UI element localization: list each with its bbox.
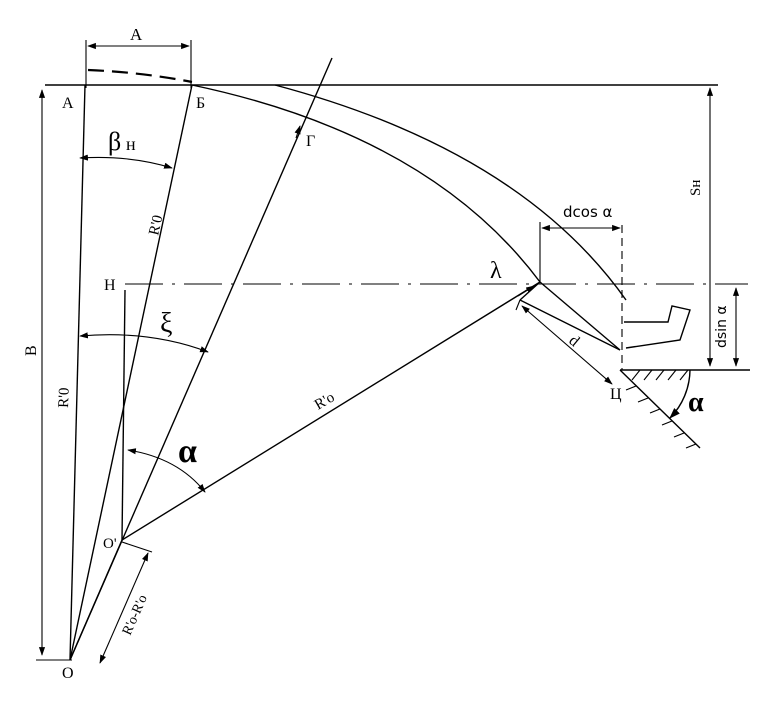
label-lambda: λ <box>490 258 502 284</box>
radius-ob <box>69 84 193 661</box>
dashed-arc-ab <box>87 68 193 84</box>
label-d-sin: dsin α <box>714 305 730 348</box>
label-beta-sub: н <box>126 134 136 154</box>
label-beta: β <box>108 127 121 156</box>
label-a-top-dim: A <box>130 25 143 44</box>
label-point-g: Г <box>306 133 315 150</box>
ground-hatching <box>631 369 689 381</box>
vertical-oprime <box>121 289 126 541</box>
label-d-cos: dcos α <box>563 203 613 221</box>
dim-r-diff-ext <box>121 541 153 553</box>
label-point-b: Б <box>196 95 205 112</box>
label-xi: ξ <box>160 308 172 339</box>
label-d: d <box>565 332 582 350</box>
slope-angle-arc <box>669 369 691 419</box>
label-r-diff: R'o-R'o <box>120 593 151 638</box>
label-point-a: A <box>62 95 74 112</box>
dim-d <box>521 305 613 385</box>
vertical-axis-oa <box>69 84 86 661</box>
beta-arc <box>79 154 173 169</box>
label-alpha-center: α <box>178 433 197 470</box>
label-point-ts: Ц <box>610 386 622 403</box>
label-r0: R'0 <box>56 387 73 408</box>
line-o-oprime <box>69 539 123 661</box>
dim-d-ext <box>515 299 521 311</box>
chute-upper-curve <box>191 84 541 283</box>
chute-lower-curve <box>274 84 627 301</box>
chute-end-cap <box>519 281 541 301</box>
radius-oprime-lambda <box>121 281 541 541</box>
label-s-n: Sн <box>688 180 704 196</box>
alpha-center-arc <box>127 448 206 493</box>
label-point-h: Н <box>104 277 116 294</box>
arrow-lambda <box>517 285 535 297</box>
arrow-g <box>294 125 301 139</box>
label-beta-group: β н <box>108 127 136 156</box>
label-point-o: О <box>62 665 74 682</box>
slope-hatching <box>625 385 697 449</box>
label-r0-prime-upper: R'0 <box>146 214 166 237</box>
hook-shape <box>624 305 691 349</box>
dim-r-diff <box>99 552 149 664</box>
label-alpha-slope: α <box>688 387 704 418</box>
label-point-o-prime: O' <box>103 536 117 552</box>
label-big-b: B <box>23 345 40 356</box>
xi-arc <box>79 332 209 353</box>
